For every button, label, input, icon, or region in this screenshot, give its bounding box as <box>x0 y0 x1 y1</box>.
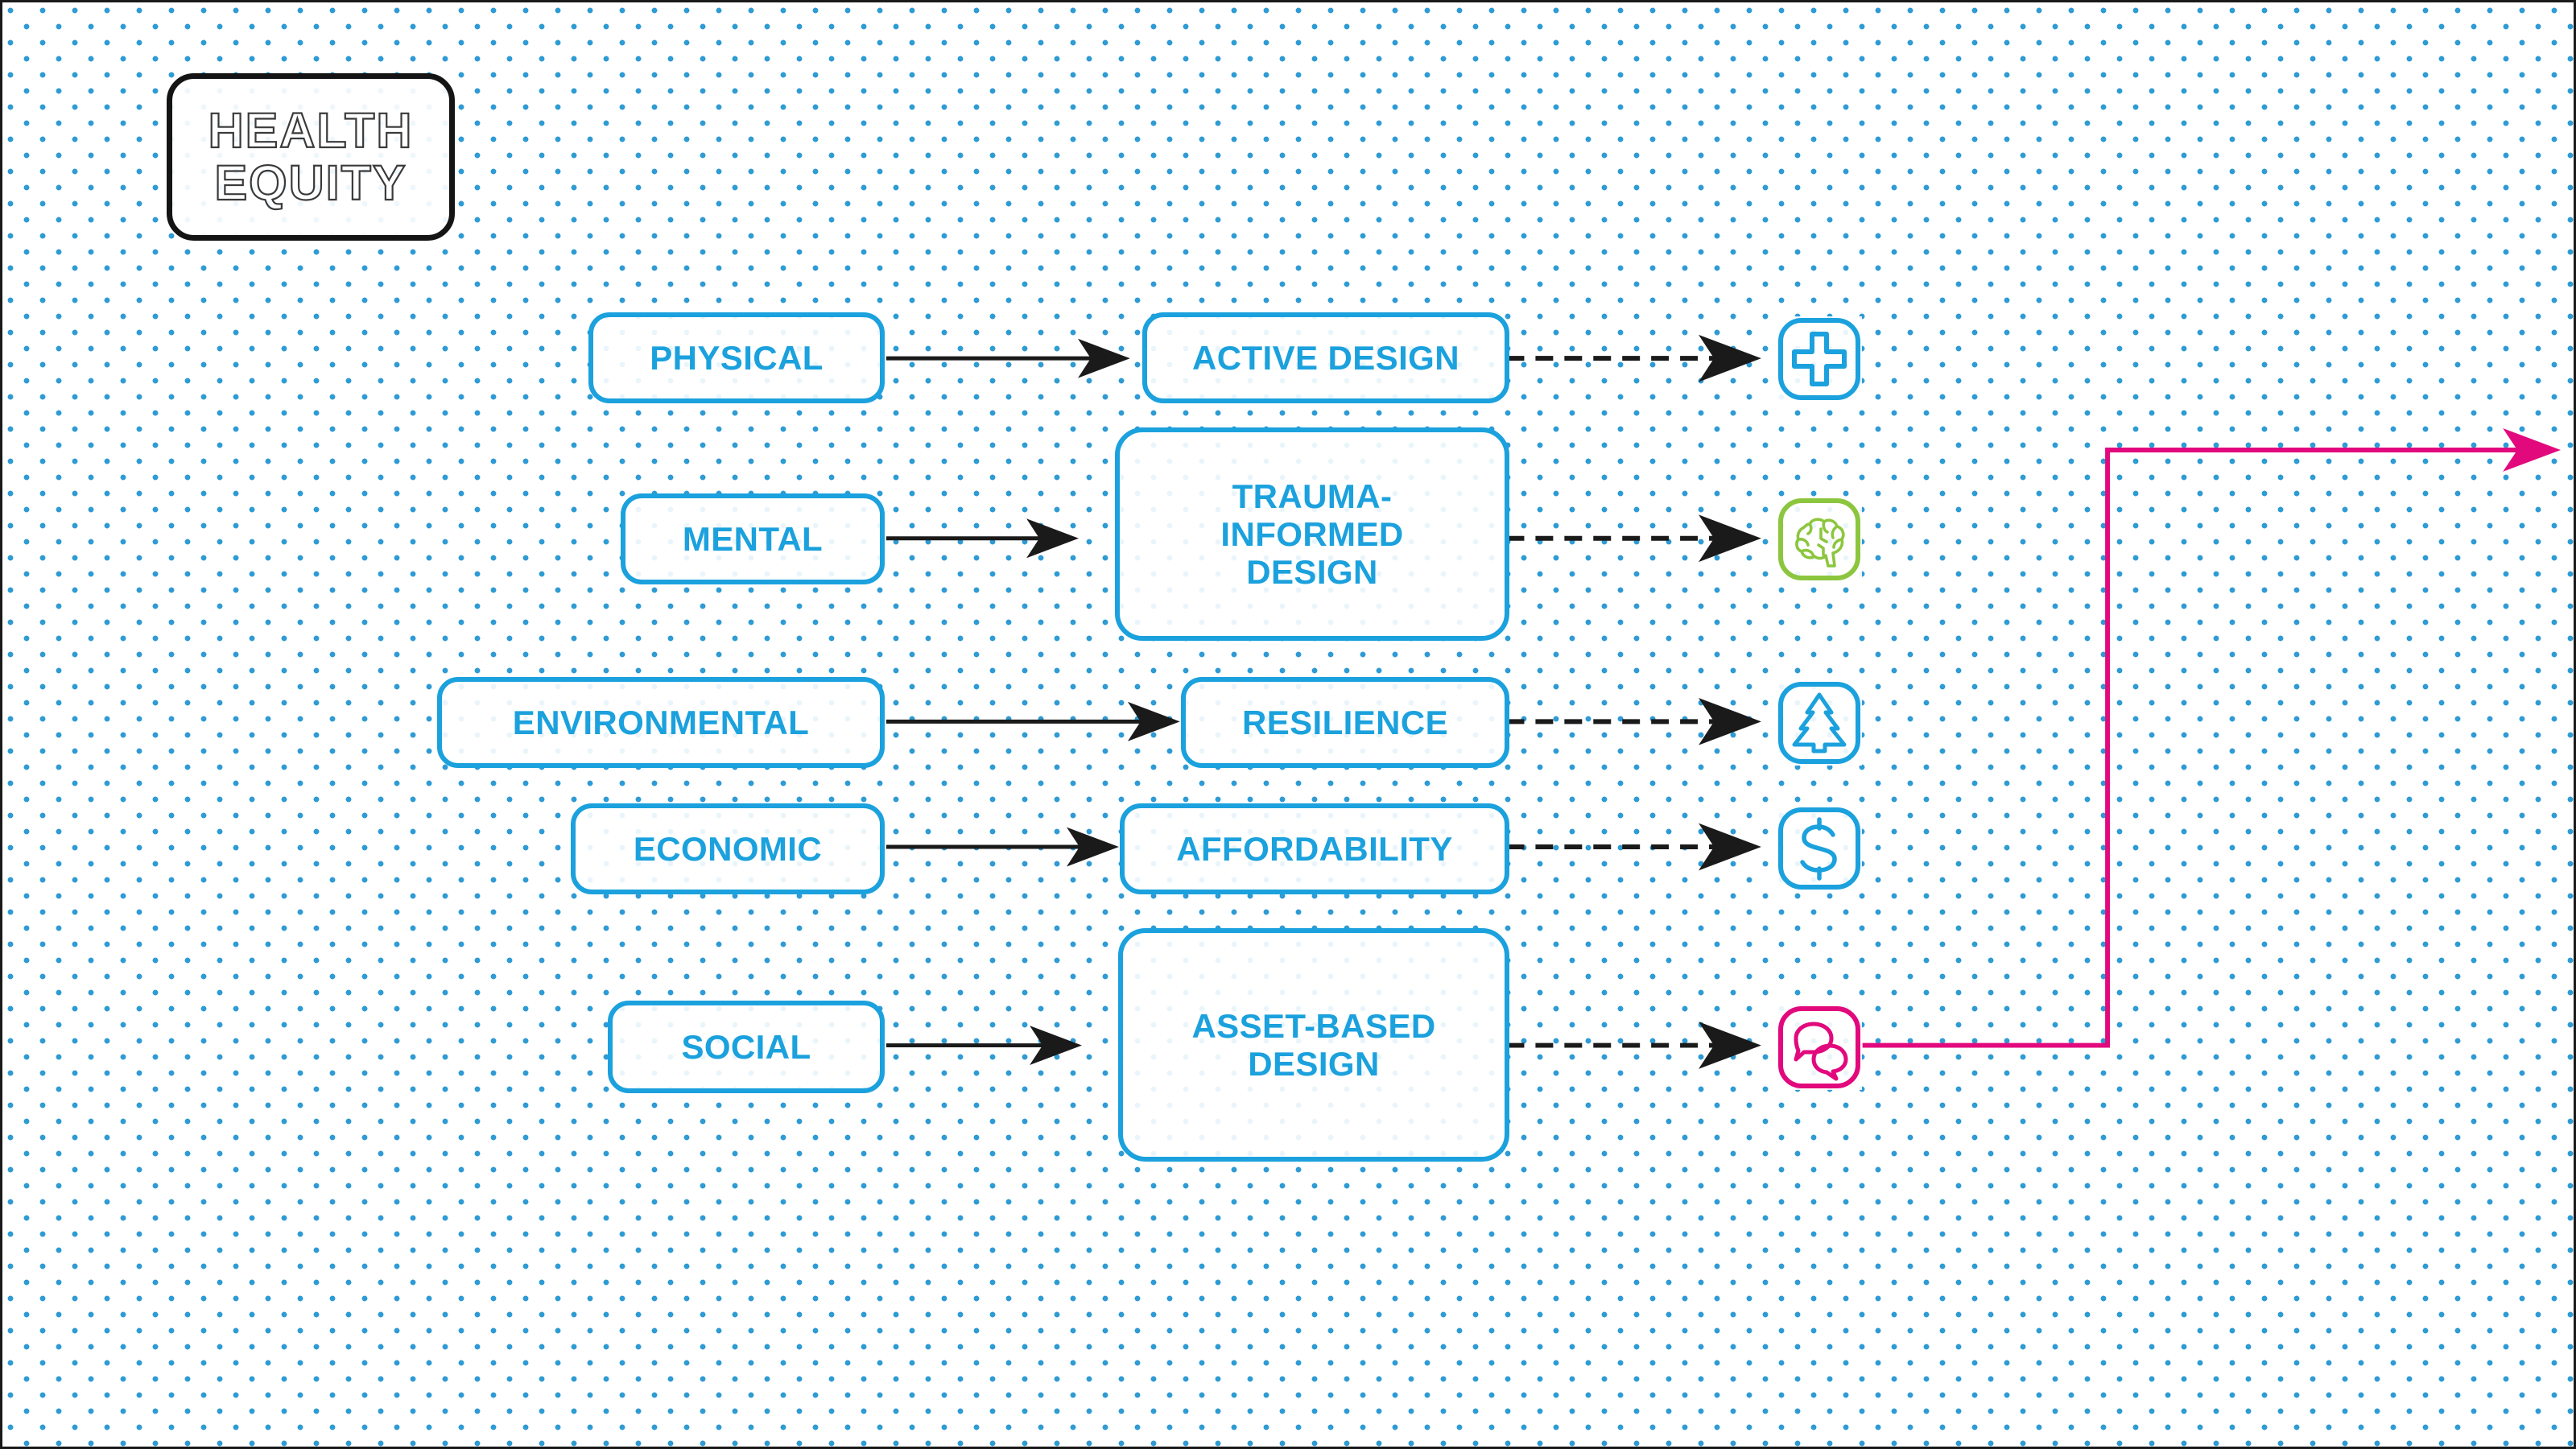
node-trauma-informed-design-line-3: DESIGN <box>1246 553 1378 592</box>
node-economic[interactable]: ECONOMIC <box>571 803 885 894</box>
node-asset-based-design-line-2: DESIGN <box>1248 1045 1380 1083</box>
node-affordability[interactable]: AFFORDABILITY <box>1120 803 1509 894</box>
node-mental-label: MENTAL <box>682 519 824 558</box>
node-trauma-informed-design-line-2: INFORMED <box>1220 514 1404 553</box>
speech-bubbles-icon <box>1778 1006 1860 1088</box>
node-mental[interactable]: MENTAL <box>621 493 885 584</box>
node-asset-based-design-line-1: ASSET-BASED <box>1191 1006 1436 1045</box>
node-environmental[interactable]: ENVIRONMENTAL <box>437 677 885 768</box>
node-social[interactable]: SOCIAL <box>608 1001 885 1093</box>
node-trauma-informed-design-line-1: TRAUMA- <box>1232 477 1393 515</box>
node-affordability-label: AFFORDABILITY <box>1176 829 1453 868</box>
node-trauma-informed-design[interactable]: TRAUMA- INFORMED DESIGN <box>1115 427 1509 641</box>
dollar-sign-icon <box>1778 807 1860 890</box>
title-line-1: HEALTH <box>207 103 414 159</box>
brain-icon <box>1778 498 1860 580</box>
node-asset-based-design[interactable]: ASSET-BASED DESIGN <box>1118 928 1509 1162</box>
title-line-2: EQUITY <box>213 155 407 210</box>
node-physical[interactable]: PHYSICAL <box>588 312 885 403</box>
node-active-design[interactable]: ACTIVE DESIGN <box>1142 312 1509 403</box>
medical-cross-icon <box>1778 318 1860 400</box>
icon-tile-brain[interactable] <box>1777 497 1862 582</box>
icon-tile-speech-bubbles[interactable] <box>1777 1005 1862 1090</box>
node-social-label: SOCIAL <box>681 1027 811 1066</box>
node-environmental-label: ENVIRONMENTAL <box>512 703 810 741</box>
node-resilience-label: RESILIENCE <box>1241 703 1449 741</box>
health-equity-title-plate: HEALTH EQUITY <box>167 73 455 241</box>
node-economic-label: ECONOMIC <box>633 829 823 868</box>
tree-icon <box>1778 682 1860 764</box>
node-physical-label: PHYSICAL <box>650 338 824 377</box>
icon-tile-tree[interactable] <box>1777 680 1862 766</box>
node-resilience[interactable]: RESILIENCE <box>1181 677 1509 768</box>
icon-tile-dollar-sign[interactable] <box>1777 806 1862 891</box>
node-active-design-label: ACTIVE DESIGN <box>1192 338 1459 377</box>
icon-tile-medical-cross[interactable] <box>1777 316 1862 402</box>
